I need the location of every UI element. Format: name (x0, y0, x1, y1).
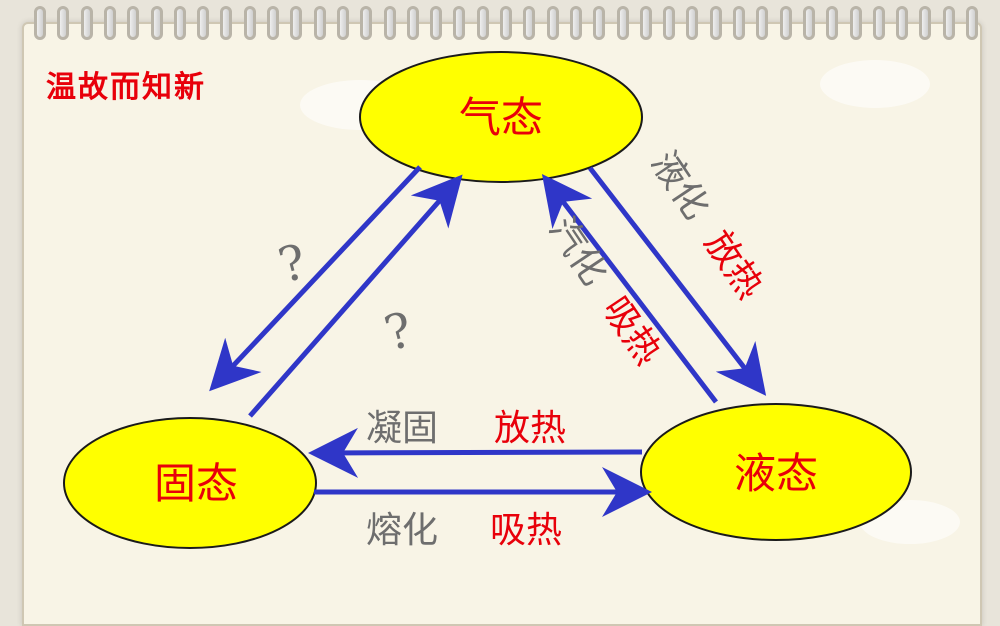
spiral-ring (663, 6, 676, 40)
spiral-ring (802, 6, 815, 40)
spiral-ring (150, 6, 163, 40)
liquid-state-label: 液态 (734, 449, 818, 498)
spiral-ring (290, 6, 303, 40)
spiral-ring (756, 6, 769, 40)
spiral-ring (966, 6, 978, 40)
spiral-ring (639, 6, 652, 40)
spiral-ring (476, 6, 489, 40)
page-title: 温故而知新 (46, 70, 206, 105)
arrow-liquid-to-gas (541, 174, 718, 404)
spiral-ring (546, 6, 559, 40)
spiral-ring (34, 6, 46, 40)
spiral-ring (57, 6, 70, 40)
solid-state-label: 固态 (154, 459, 238, 508)
spiral-ring (733, 6, 745, 40)
solid-state-ellipse (63, 417, 317, 549)
spiral-ring (220, 6, 233, 40)
state-transition-diagram: 气态 固态 液态 ? ? 液化 放热 汽化 吸热 凝固 放热 熔化 吸热 (63, 51, 912, 551)
spiral-ring (942, 6, 955, 40)
melting-label: 熔化 (366, 510, 438, 551)
spiral-ring (197, 6, 210, 40)
spiral-ring (826, 6, 839, 40)
spiral-ring (103, 6, 116, 40)
liquefaction-heat-label: 放热 (696, 224, 770, 307)
spiral-ring (569, 6, 582, 40)
arrow-solid-to-gas (248, 174, 463, 418)
spiral-ring (593, 6, 606, 40)
unknown-transition-label: ? (273, 234, 312, 295)
spiral-ring (360, 6, 373, 40)
vaporization-heat-label: 吸热 (594, 290, 668, 373)
spiral-ring (896, 6, 909, 40)
melting-heat-label: 吸热 (490, 510, 562, 551)
spiral-ring (127, 6, 140, 40)
spiral-ring (500, 6, 512, 40)
spiral-ring (686, 6, 699, 40)
gas-state-label: 气态 (459, 93, 543, 142)
spiral-ring (849, 6, 862, 40)
spiral-ring (872, 6, 885, 40)
spiral-ring (80, 6, 93, 40)
spiral-ring (267, 6, 279, 40)
spiral-ring (616, 6, 629, 40)
solidification-label: 凝固 (366, 408, 438, 449)
spiral-ring (243, 6, 256, 40)
spiral-ring (173, 6, 186, 40)
spiral-ring (406, 6, 419, 40)
spiral-ring (313, 6, 326, 40)
spiral-ring (919, 6, 932, 40)
gas-state-ellipse (359, 51, 643, 183)
spiral-ring (336, 6, 349, 40)
spiral-ring (709, 6, 722, 40)
unknown-transition-label: ? (379, 302, 418, 363)
spiral-ring (383, 6, 396, 40)
arrow-gas-to-liquid (588, 166, 767, 396)
spiral-ring (453, 6, 466, 40)
liquefaction-label: 液化 (643, 144, 717, 227)
spiral-ring (523, 6, 536, 40)
solidification-heat-label: 放热 (494, 408, 566, 449)
cloud-decoration (820, 60, 930, 108)
arrow-gas-to-solid (209, 165, 422, 392)
arrow-liquid-to-solid (308, 427, 643, 478)
spiral-ring (430, 6, 443, 40)
spiral-ring (779, 6, 792, 40)
